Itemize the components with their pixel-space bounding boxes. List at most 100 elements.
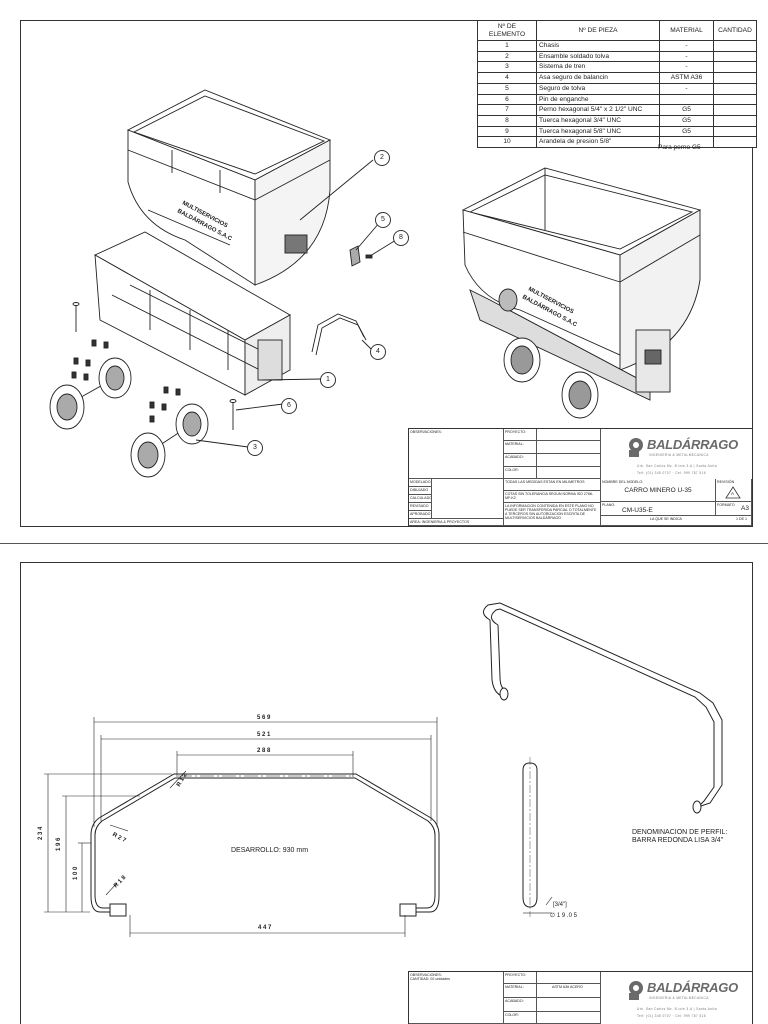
tb-area: AREA: INGENIERIA & PROYECTOS (409, 519, 504, 526)
material-value: ASTM A36 ACERO (552, 985, 583, 989)
tb-material-label: MATERIAL: (504, 441, 537, 454)
company-phone-2: Telf: (01) 345 0707 · Cel: 999 787 516 (637, 1014, 706, 1018)
tb-formato-label: FORMATO (717, 503, 735, 507)
part-material: - (659, 40, 714, 52)
callout-2: 2 (374, 150, 390, 166)
part-number: 7 (477, 104, 537, 116)
tb-color-label: COLOR: (504, 467, 537, 479)
tb-observaciones: OBSERVACIONES: (409, 429, 504, 479)
role-revisado: REVISADO (409, 503, 432, 511)
page-separator (0, 543, 768, 544)
part-name: Tuerca hexagonal 3/4" UNC (536, 114, 660, 127)
handle-detail-drawing (44, 602, 723, 937)
callout-8: 8 (393, 230, 409, 246)
desarrollo-label: DESARROLLO: 930 mm (231, 847, 309, 854)
tb-formato-cell: FORMATO A3 (716, 502, 752, 516)
part-quantity (713, 136, 757, 149)
tb2-observaciones: OBSERVACIONES: CANTIDAD: 02 unidades (409, 972, 504, 1024)
sheet-number: 1 DE 1 (736, 517, 747, 521)
parts-header-material: MATERIAL (659, 20, 714, 41)
part-material: G5 (659, 114, 714, 127)
tb-proyecto-label: PROYECTO: (504, 429, 537, 441)
company-address-2: Urb. San Carlos Mz. B lote 3-A | Santa A… (637, 1007, 717, 1011)
drawing-border-2 (20, 562, 753, 1024)
part-name: Pin de enganche (536, 93, 660, 106)
role-modelado: MODELADO (409, 479, 432, 487)
part-quantity (713, 61, 757, 74)
dim-234: 2 3 4 (38, 826, 44, 840)
part-name: Tuerca hexagonal 5/8" UNC (536, 125, 660, 138)
callout-1: 1 (320, 372, 336, 388)
exploded-assembly-drawing: MULTISERVICIOS BALDÁRRAGO S.A.C MULTISER… (49, 89, 702, 478)
part-material: - (659, 61, 714, 74)
tb2-material-value: ASTM A36 ACERO (537, 984, 601, 998)
scale-value: LA QUE SE INDICA (650, 517, 682, 521)
tb-tolerancia: COTAS SIN TOLERANCIA SEGUN NORMA ISO 276… (504, 491, 601, 503)
part-number: 5 (477, 82, 537, 95)
role-aprobado: APROBADO (409, 511, 432, 519)
part-name: Perno hexagonal 5/4" x 2 1/2" UNC (536, 104, 660, 116)
tb-revision-label: REVISIÓN (717, 480, 735, 484)
part-quantity (713, 125, 757, 138)
company-phone: Telf: (01) 345 0707 · Cel: 999 787 516 (637, 471, 706, 475)
dim-288: 2 8 8 (257, 748, 271, 754)
parts-header-element: Nº DE ELEMENTO (477, 20, 537, 41)
part-quantity (713, 40, 757, 52)
part-name: Chasis (536, 40, 660, 52)
part-material: - (659, 50, 714, 63)
part-number: 8 (477, 114, 537, 127)
brand-subtitle: INGENIERIA & METALMECANICA (649, 453, 709, 457)
callout-4: 4 (370, 344, 386, 360)
part-name: Sistema de tren (536, 61, 660, 74)
drawing-border (20, 20, 753, 527)
tb-modelo-cell: NOMBRE DEL MODELO: CARRO MINERO U-35 (601, 479, 716, 502)
part-quantity (713, 72, 757, 84)
company-logo-2 (627, 976, 645, 1002)
part-name: Seguro de tolva (536, 82, 660, 95)
tb2-material-label: MATERIAL: (504, 984, 537, 998)
part-material: G5 (659, 104, 714, 116)
parts-table: Nº DE ELEMENTO Nº DE PIEZA MATERIAL CANT… (477, 20, 757, 149)
part-number: 2 (477, 50, 537, 63)
dim-447: 4 4 7 (258, 925, 272, 931)
dim-diameter: ∅ 1 9 .0 5 (550, 913, 577, 919)
tb-revision-cell: REVISIÓN A (716, 479, 752, 502)
revision-value: A (731, 491, 735, 496)
tb-acabado-label: ACABADO: (504, 454, 537, 467)
tb2-proyecto-label: PROYECTO: (504, 972, 537, 984)
brand-name: BALDÁRRAGO (647, 437, 738, 452)
parts-header-piece: Nº DE PIEZA (536, 20, 660, 41)
format-value: A3 (741, 505, 749, 512)
part-material: ASTM A36 (659, 72, 714, 84)
part-material: - (659, 82, 714, 95)
sheet-assembly: MULTISERVICIOS BALDÁRRAGO S.A.C MULTISER… (20, 20, 757, 527)
revision-triangle-icon (725, 486, 741, 499)
part-quantity (713, 82, 757, 95)
perfil-label-2: BARRA REDONDA LISA 3/4" (632, 837, 724, 844)
part-material: G5 (659, 125, 714, 138)
tb-medidas: TODAS LAS MEDIDAS ESTAN EN MILIMETROS (504, 479, 601, 491)
part-name: Arandela de presion 5/8" (536, 136, 660, 149)
tb2-cantidad: CANTIDAD: 02 unidades (410, 977, 450, 981)
parts-table-note: Para perno G5 (658, 144, 701, 151)
callout-6: 6 (281, 398, 297, 414)
part-number: 3 (477, 61, 537, 74)
model-name: CARRO MINERO U-35 (624, 487, 692, 494)
dim-569: 5 6 9 (257, 715, 271, 721)
gear-logo-icon (629, 981, 643, 1000)
dim-3-4-inch: [3/4"] (553, 902, 567, 908)
gear-logo-icon (629, 438, 643, 457)
title-block-2: OBSERVACIONES: CANTIDAD: 02 unidades PRO… (408, 971, 753, 1024)
role-calculado: CALCULADO (409, 495, 432, 503)
part-name: Asa seguro de balancin (536, 72, 660, 84)
part-number: 10 (477, 136, 537, 149)
company-address: Urb. San Carlos Mz. B lote 3-A | Santa A… (637, 464, 717, 468)
